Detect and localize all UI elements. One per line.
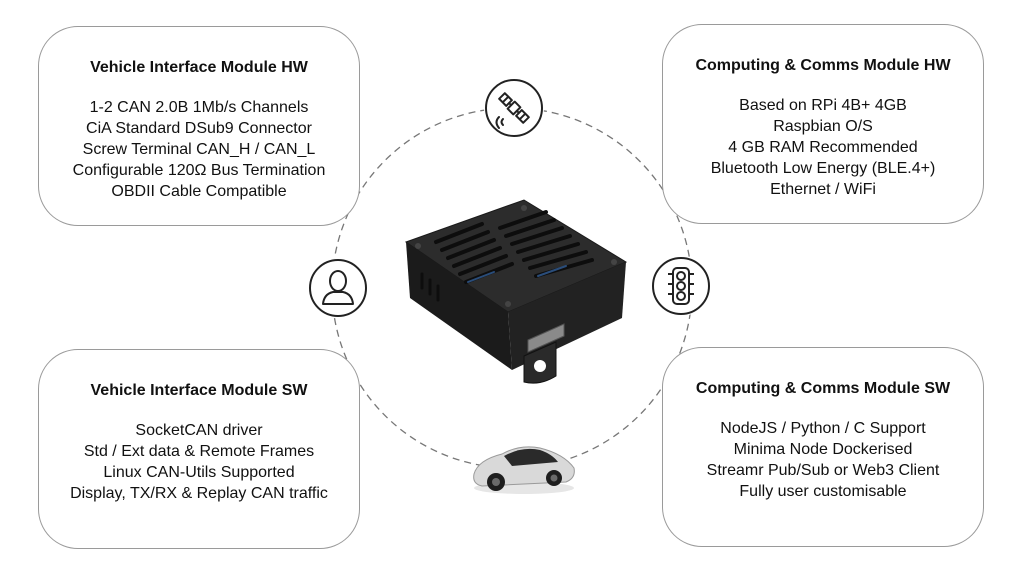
card-line: Streamr Pub/Sub or Web3 Client <box>706 462 940 479</box>
card-line: Screw Terminal CAN_H / CAN_L <box>82 141 316 158</box>
card-line: OBDII Cable Compatible <box>111 183 287 200</box>
satellite-icon <box>484 78 544 138</box>
card-line: SocketCAN driver <box>135 422 263 439</box>
card-line: Fully user customisable <box>739 483 907 500</box>
card-line: Based on RPi 4B+ 4GB <box>739 97 907 114</box>
card-line: CiA Standard DSub9 Connector <box>86 120 312 137</box>
card-title: Vehicle Interface Module SW <box>90 382 308 399</box>
card-lines: NodeJS / Python / C Support Minima Node … <box>663 418 983 502</box>
traffic-light-icon <box>651 256 711 316</box>
card-line: Bluetooth Low Energy (BLE.4+) <box>710 160 936 177</box>
card-vehicle-interface-hw: Vehicle Interface Module HW 1-2 CAN 2.0B… <box>38 26 360 226</box>
card-lines: Based on RPi 4B+ 4GB Raspbian O/S 4 GB R… <box>663 95 983 200</box>
card-line: 1-2 CAN 2.0B 1Mb/s Channels <box>89 99 309 116</box>
card-line: Std / Ext data & Remote Frames <box>83 443 315 460</box>
card-line: Ethernet / WiFi <box>770 181 876 198</box>
card-title: Computing & Comms Module SW <box>695 380 951 397</box>
card-line: Minima Node Dockerised <box>733 441 913 458</box>
user-icon <box>308 258 368 318</box>
card-line: Display, TX/RX & Replay CAN traffic <box>70 485 328 502</box>
card-title: Computing & Comms Module HW <box>695 57 951 74</box>
card-line: Configurable 120Ω Bus Termination <box>72 162 326 179</box>
card-computing-comms-hw: Computing & Comms Module HW Based on RPi… <box>662 24 984 224</box>
card-line: Raspbian O/S <box>773 118 873 135</box>
device-enclosure <box>396 190 636 390</box>
card-line: Linux CAN-Utils Supported <box>103 464 295 481</box>
card-computing-comms-sw: Computing & Comms Module SW NodeJS / Pyt… <box>662 347 984 547</box>
card-vehicle-interface-sw: Vehicle Interface Module SW SocketCAN dr… <box>38 349 360 549</box>
card-title: Vehicle Interface Module HW <box>90 59 308 76</box>
card-line: 4 GB RAM Recommended <box>728 139 918 156</box>
card-line: NodeJS / Python / C Support <box>720 420 926 437</box>
car-image <box>468 430 580 498</box>
card-lines: SocketCAN driver Std / Ext data & Remote… <box>39 420 359 504</box>
card-lines: 1-2 CAN 2.0B 1Mb/s Channels CiA Standard… <box>39 97 359 202</box>
